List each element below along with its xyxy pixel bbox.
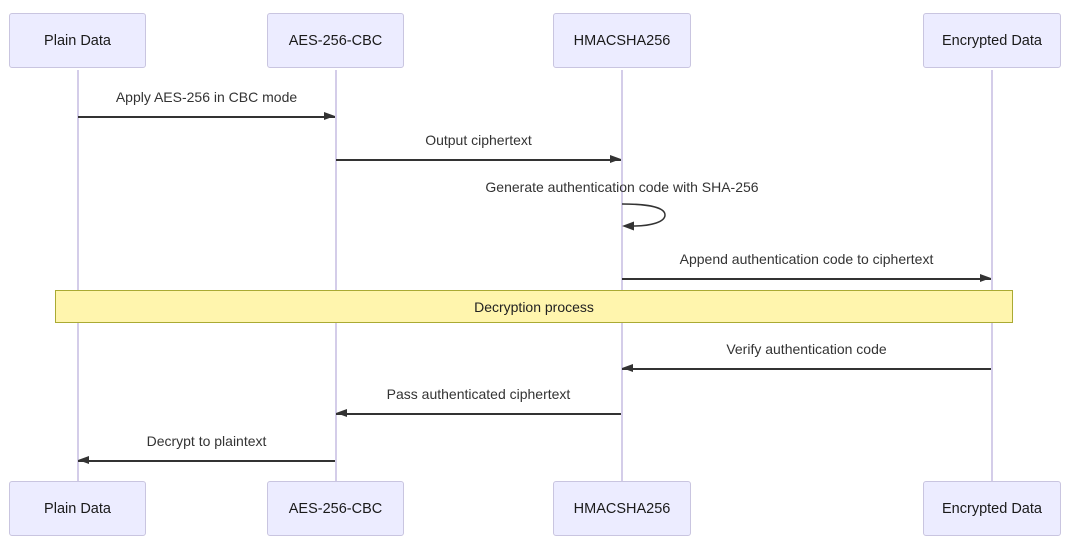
arrowhead-left-icon (78, 456, 89, 464)
actor-bottom-hmacsha256: HMACSHA256 (553, 481, 691, 536)
actor-label: HMACSHA256 (573, 32, 671, 49)
self-message-loop-icon (621, 203, 666, 231)
message-arrow-append-auth-code (622, 274, 991, 282)
actor-label: Encrypted Data (942, 500, 1042, 517)
actor-label: Encrypted Data (942, 32, 1042, 49)
message-label-output-ciphertext: Output ciphertext (425, 132, 532, 148)
message-label-verify-auth-code: Verify authentication code (726, 341, 887, 357)
actor-label: Plain Data (44, 32, 111, 49)
lifeline-encrypted-data (991, 70, 993, 481)
message-arrow-apply-aes (78, 112, 335, 120)
message-arrow-output-ciphertext (336, 155, 621, 163)
arrowhead-right-icon (324, 112, 335, 120)
actor-bottom-aes-256-cbc: AES-256-CBC (267, 481, 404, 536)
arrowhead-right-icon (610, 155, 621, 163)
message-label-apply-aes: Apply AES-256 in CBC mode (115, 89, 298, 105)
actor-top-encrypted-data: Encrypted Data (923, 13, 1061, 68)
note-decryption-process: Decryption process (55, 290, 1013, 323)
actor-top-plain-data: Plain Data (9, 13, 146, 68)
message-label-pass-ciphertext: Pass authenticated ciphertext (386, 386, 571, 402)
actor-bottom-plain-data: Plain Data (9, 481, 146, 536)
actor-label: AES-256-CBC (288, 32, 383, 49)
message-label-generate-auth-code: Generate authentication code with SHA-25… (485, 179, 759, 195)
message-label-decrypt-plaintext: Decrypt to plaintext (146, 433, 267, 449)
arrowhead-left-icon (622, 364, 633, 372)
lifeline-hmacsha256 (621, 70, 623, 481)
actor-top-hmacsha256: HMACSHA256 (553, 13, 691, 68)
actor-label: AES-256-CBC (288, 500, 383, 517)
note-label: Decryption process (474, 298, 594, 315)
actor-bottom-encrypted-data: Encrypted Data (923, 481, 1061, 536)
actor-label: Plain Data (44, 500, 111, 517)
arrowhead-left-icon (336, 409, 347, 417)
message-label-append-auth-code: Append authentication code to ciphertext (679, 251, 934, 267)
message-arrow-verify-auth-code (622, 364, 991, 372)
lifeline-aes-256-cbc (335, 70, 337, 481)
arrowhead-right-icon (980, 274, 991, 282)
message-arrow-pass-ciphertext (336, 409, 621, 417)
actor-label: HMACSHA256 (573, 500, 671, 517)
actor-top-aes-256-cbc: AES-256-CBC (267, 13, 404, 68)
lifeline-plain-data (77, 70, 79, 481)
message-arrow-decrypt-plaintext (78, 456, 335, 464)
